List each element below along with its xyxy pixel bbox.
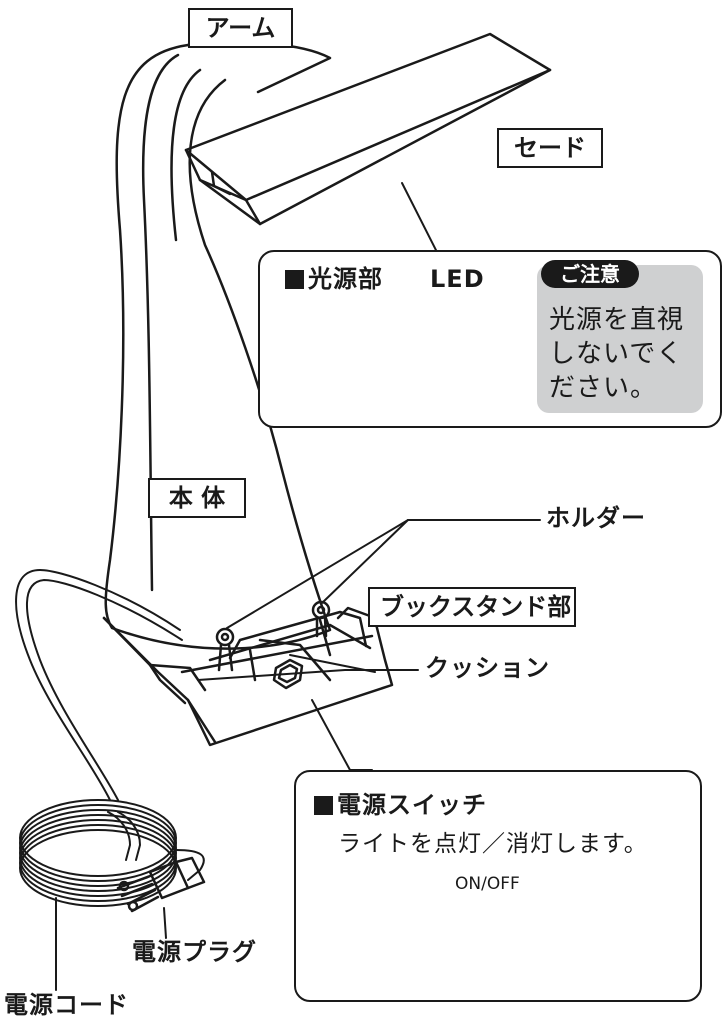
light-source-title: 光源部 — [285, 267, 383, 291]
holder-label: ホルダー — [546, 504, 646, 532]
lamp-shade — [184, 32, 552, 226]
caution-tag: ご注意 — [541, 260, 639, 288]
book-stand-label: ブックスタンド部 — [368, 587, 576, 627]
power-cord-label: 電源コード — [4, 991, 129, 1019]
power-cord-coil — [19, 799, 205, 907]
power-plug — [116, 856, 206, 913]
body-label: 本 体 — [148, 478, 246, 518]
holder-knob-right — [311, 600, 331, 620]
lamp-base — [102, 600, 394, 747]
power-switch-panel — [294, 770, 702, 1002]
base-switch-icon — [272, 658, 304, 690]
arm-label: アーム — [188, 8, 293, 48]
caution-box — [537, 265, 703, 413]
caution-text: 光源を直視しないでください。 — [549, 305, 685, 403]
led-label: LED — [430, 265, 485, 293]
square-bullet-icon — [285, 270, 304, 289]
holder-knob-left — [215, 627, 235, 647]
cushion-label: クッション — [425, 654, 550, 682]
power-switch-description: ライトを点灯／消灯します。 — [338, 831, 648, 857]
power-plug-label: 電源プラグ — [132, 938, 257, 966]
power-switch-title: 電源スイッチ — [314, 793, 487, 817]
leader-lines — [55, 182, 541, 991]
shade-label: セード — [497, 128, 603, 168]
square-bullet-icon — [314, 796, 333, 815]
power-cord-line — [15, 569, 183, 801]
on-off-label: ON/OFF — [455, 874, 520, 894]
